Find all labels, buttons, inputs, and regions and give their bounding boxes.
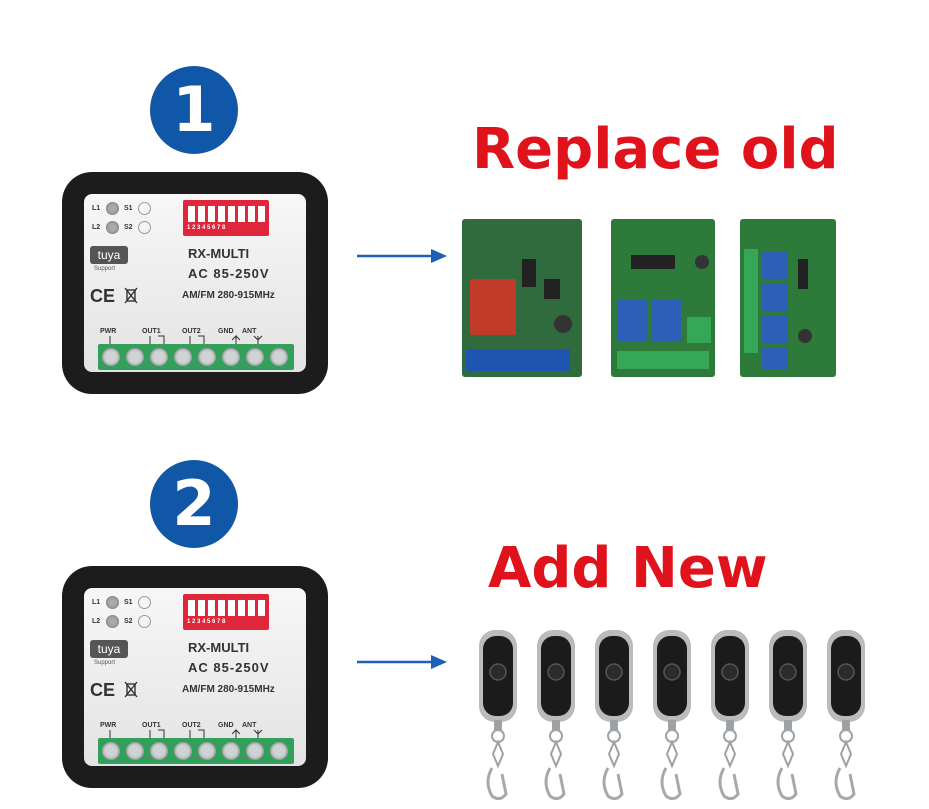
switch-label: S1 — [124, 599, 133, 606]
switch-s2 — [138, 221, 151, 234]
model-label: RX-MULTI — [188, 640, 250, 655]
dip-numbers: 1 2 3 4 5 6 7 8 — [187, 225, 226, 231]
switch-s1 — [138, 596, 151, 609]
remote-control — [595, 630, 633, 801]
terminal-label: ANT — [242, 328, 257, 335]
replace-old-heading: Replace old — [472, 117, 839, 182]
add-new-heading: Add New — [488, 536, 768, 601]
tuya-logo: tuya — [90, 640, 128, 658]
voltage-label: AC 85-250V — [188, 266, 270, 281]
arrow-right-icon — [357, 249, 447, 263]
terminal-label: GND — [218, 328, 234, 335]
terminal-block — [98, 738, 294, 764]
switch-label: S1 — [124, 205, 133, 212]
remote-control — [537, 630, 575, 801]
arrow-right-icon — [357, 655, 447, 669]
terminal-label: OUT2 — [182, 722, 201, 729]
remote-control — [711, 630, 749, 801]
remote-control — [769, 630, 807, 801]
frequency-label: AM/FM 280-915MHz — [182, 290, 275, 301]
dip-switch: 1 2 3 4 5 6 7 8 — [183, 200, 269, 236]
receiver-face: L1 S1 L2 S2 1 2 3 4 5 6 7 8 tuya Support… — [84, 588, 306, 766]
remote-control — [479, 630, 517, 801]
terminal-label: ANT — [242, 722, 257, 729]
switch-label: S2 — [124, 224, 133, 231]
remote-control — [827, 630, 865, 801]
switch-label: S2 — [124, 618, 133, 625]
receiver-device-2: L1 S1 L2 S2 1 2 3 4 5 6 7 8 tuya Support… — [62, 566, 328, 788]
ce-mark: CE — [90, 286, 116, 306]
weee-bin-icon — [124, 681, 138, 698]
old-receiver-board-2 — [611, 219, 715, 377]
voltage-label: AC 85-250V — [188, 660, 270, 675]
tuya-logo: tuya — [90, 246, 128, 264]
dip-switch: 1 2 3 4 5 6 7 8 — [183, 594, 269, 630]
old-receiver-board-3 — [740, 219, 836, 377]
terminal-label: GND — [218, 722, 234, 729]
terminal-label: OUT1 — [142, 328, 161, 335]
led-l2 — [106, 615, 119, 628]
led-l1 — [106, 202, 119, 215]
receiver-face: L1 S1 L2 S2 1 2 3 4 5 6 7 8 tuya Support… — [84, 194, 306, 372]
step-2-badge: 2 — [150, 460, 238, 548]
led-l1 — [106, 596, 119, 609]
terminal-label: PWR — [100, 722, 117, 729]
led-label: L1 — [92, 205, 101, 212]
step-1-badge: 1 — [150, 66, 238, 154]
terminal-block — [98, 344, 294, 370]
remote-control — [653, 630, 691, 801]
led-l2 — [106, 221, 119, 234]
switch-s2 — [138, 615, 151, 628]
dip-numbers: 1 2 3 4 5 6 7 8 — [187, 619, 226, 625]
terminal-label: PWR — [100, 328, 117, 335]
terminal-label: OUT2 — [182, 328, 201, 335]
ce-mark: CE — [90, 680, 116, 700]
led-label: L2 — [92, 224, 101, 231]
frequency-label: AM/FM 280-915MHz — [182, 684, 275, 695]
tuya-support-label: Support — [94, 266, 116, 272]
tuya-support-label: Support — [94, 660, 116, 666]
terminal-label: OUT1 — [142, 722, 161, 729]
switch-s1 — [138, 202, 151, 215]
led-label: L2 — [92, 618, 101, 625]
weee-bin-icon — [124, 287, 138, 304]
receiver-device-1: L1 S1 L2 S2 1 2 3 4 5 6 7 8 tuya Support… — [62, 172, 328, 394]
old-receiver-board-1 — [462, 219, 582, 377]
model-label: RX-MULTI — [188, 246, 250, 261]
led-label: L1 — [92, 599, 101, 606]
terminal-wiring — [109, 334, 263, 344]
terminal-wiring — [109, 728, 263, 738]
